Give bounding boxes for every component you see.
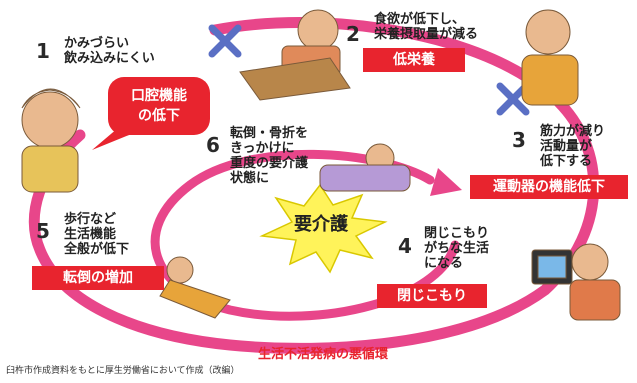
burst-shape [259,183,388,274]
step-1-number: 1 [36,39,50,63]
oral-bubble-text: 口腔機能 の低下 [131,88,187,124]
step-1-text: かみづらい 飲み込みにくい [64,36,155,66]
footer-note: 臼杵市作成資料をもとに厚生労働省において作成（改編） [6,366,240,376]
cycle-caption: 生活不活発病の悪循環 [258,347,389,362]
figure-falling [159,256,231,319]
step-2-tag: 低栄養 [363,48,465,72]
cycle-ring-outer [28,17,600,354]
figure-bedridden [319,143,411,192]
step-3-tag: 運動器の機能低下 [470,175,628,199]
cycle-arrowhead [430,168,462,196]
figure-withdrawn [531,243,621,321]
figure-chewing [21,88,81,193]
cycle-ring-inner [150,149,460,321]
step-6-number: 6 [206,133,220,157]
step-4-tag: 閉じこもり [377,284,487,308]
step-4-number: 4 [398,234,412,258]
figure-eating [239,9,351,101]
step-2-text: 食欲が低下し、 栄養摂取量が減る [374,12,479,42]
step-2-number: 2 [346,22,360,46]
step-3-text: 筋力が減り 活動量が 低下する [540,124,606,169]
step-5-number: 5 [36,219,50,243]
cross-mark-1 [208,24,242,58]
step-3-number: 3 [512,128,526,152]
step-6-text: 転倒・骨折を きっかけに 重度の要介護 状態に [230,126,309,186]
step-5-text: 歩行など 生活機能 全般が低下 [64,212,130,257]
oral-bubble-shape [92,77,210,150]
step-5-tag: 転倒の増加 [32,266,164,290]
center-label: 要介護 [294,214,348,235]
figure-weak [521,9,579,106]
step-4-text: 閉じこもり がちな生活 になる [424,226,490,271]
